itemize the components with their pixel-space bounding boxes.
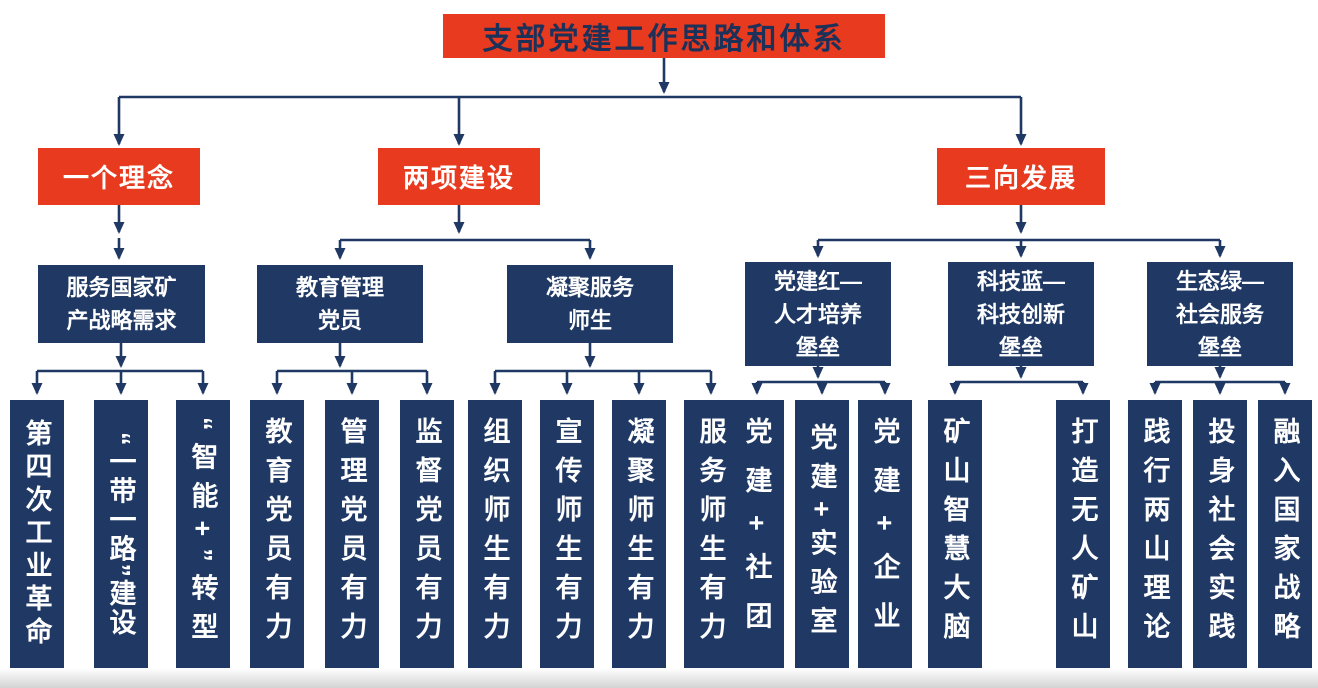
leaf-label: 打造无人矿山: [1067, 417, 1098, 651]
connector-blue-fort-leaves: [949, 366, 1089, 395]
leaf-party-plus-enterprise: 党建+企业: [858, 400, 912, 668]
leaf-two-mountains-theory: 践行两山理论: [1128, 400, 1182, 668]
leaf-serve-teachers-students: 服务师生有力: [684, 400, 738, 668]
connector-development-branch: [812, 205, 1226, 258]
leaf-label: 管理党员有力: [336, 417, 367, 651]
leaf-unmanned-mine: 打造无人矿山: [1056, 400, 1110, 668]
leaf-label: 教育党员有力: [261, 417, 292, 651]
connector-educate-leaves: [271, 343, 433, 395]
leaf-label: 服务师生有力: [695, 417, 726, 651]
leaf-fourth-industrial-revolution: 第四次工业革命: [10, 400, 64, 668]
connector-mineral-leaves: [31, 343, 209, 395]
leaf-label: 践行两山理论: [1139, 417, 1170, 651]
leaf-label: 组织师生有力: [479, 417, 510, 651]
connector-red-fort-leaves: [751, 366, 891, 395]
page-bottom-shadow: [0, 668, 1318, 688]
node-educate-manage-members: 教育管理 党员: [257, 265, 423, 343]
leaf-supervise-members: 监督党员有力: [400, 400, 454, 668]
leaf-mine-smart-brain: 矿山智慧大脑: [928, 400, 982, 668]
leaf-label: 党建+实验室: [806, 422, 837, 646]
leaf-publicize-teachers-students: 宣传师生有力: [540, 400, 594, 668]
leaf-educate-members: 教育党员有力: [250, 400, 304, 668]
leaf-party-plus-lab: 党建+实验室: [795, 400, 849, 668]
leaf-label: 监督党员有力: [411, 417, 442, 651]
leaf-label: 矿山智慧大脑: [939, 417, 970, 651]
connector-green-fort-leaves: [1149, 366, 1291, 395]
branch-two-constructions: 两项建设: [378, 148, 540, 205]
leaf-label: 融入国家战略: [1269, 417, 1300, 651]
leaf-label: 第四次工业革命: [21, 418, 52, 650]
leaf-organize-teachers-students: 组织师生有力: [468, 400, 522, 668]
leaf-manage-members: 管理党员有力: [325, 400, 379, 668]
node-eco-green-service-fort: 生态绿— 社会服务 堡垒: [1147, 262, 1293, 366]
leaf-label: 宣传师生有力: [551, 417, 582, 651]
leaf-label: “一带一路”建设: [105, 431, 136, 637]
node-party-red-talent-fort: 党建红— 人才培养 堡垒: [745, 262, 891, 366]
connector-cohere-leaves: [489, 343, 717, 395]
branch-three-developments: 三向发展: [937, 148, 1105, 205]
leaf-party-plus-club: 党建+社团: [730, 400, 784, 668]
leaf-label: 党建+企业: [869, 417, 900, 651]
leaf-unite-teachers-students: 凝聚师生有力: [612, 400, 666, 668]
branch-one-concept: 一个理念: [38, 148, 200, 205]
leaf-social-practice: 投身社会实践: [1193, 400, 1247, 668]
leaf-label: 凝聚师生有力: [623, 417, 654, 651]
node-tech-blue-innovation-fort: 科技蓝— 科技创新 堡垒: [948, 262, 1094, 366]
leaf-national-strategy: 融入国家战略: [1258, 400, 1312, 668]
node-serve-national-mineral-strategy: 服务国家矿 产战略需求: [38, 265, 205, 343]
leaf-label: 党建+社团: [741, 417, 772, 651]
connector-construction-branch: [334, 205, 596, 260]
leaf-label: 投身社会实践: [1204, 417, 1235, 651]
leaf-label: “智能+”转型: [187, 416, 218, 652]
leaf-belt-and-road: “一带一路”建设: [94, 400, 148, 668]
node-unite-serve-teachers-students: 凝聚服务 师生: [507, 265, 673, 343]
connector-title-to-branches: [113, 58, 1027, 146]
leaf-smart-plus-transform: “智能+”转型: [176, 400, 230, 668]
chart-title: 支部党建工作思路和体系: [443, 14, 885, 58]
